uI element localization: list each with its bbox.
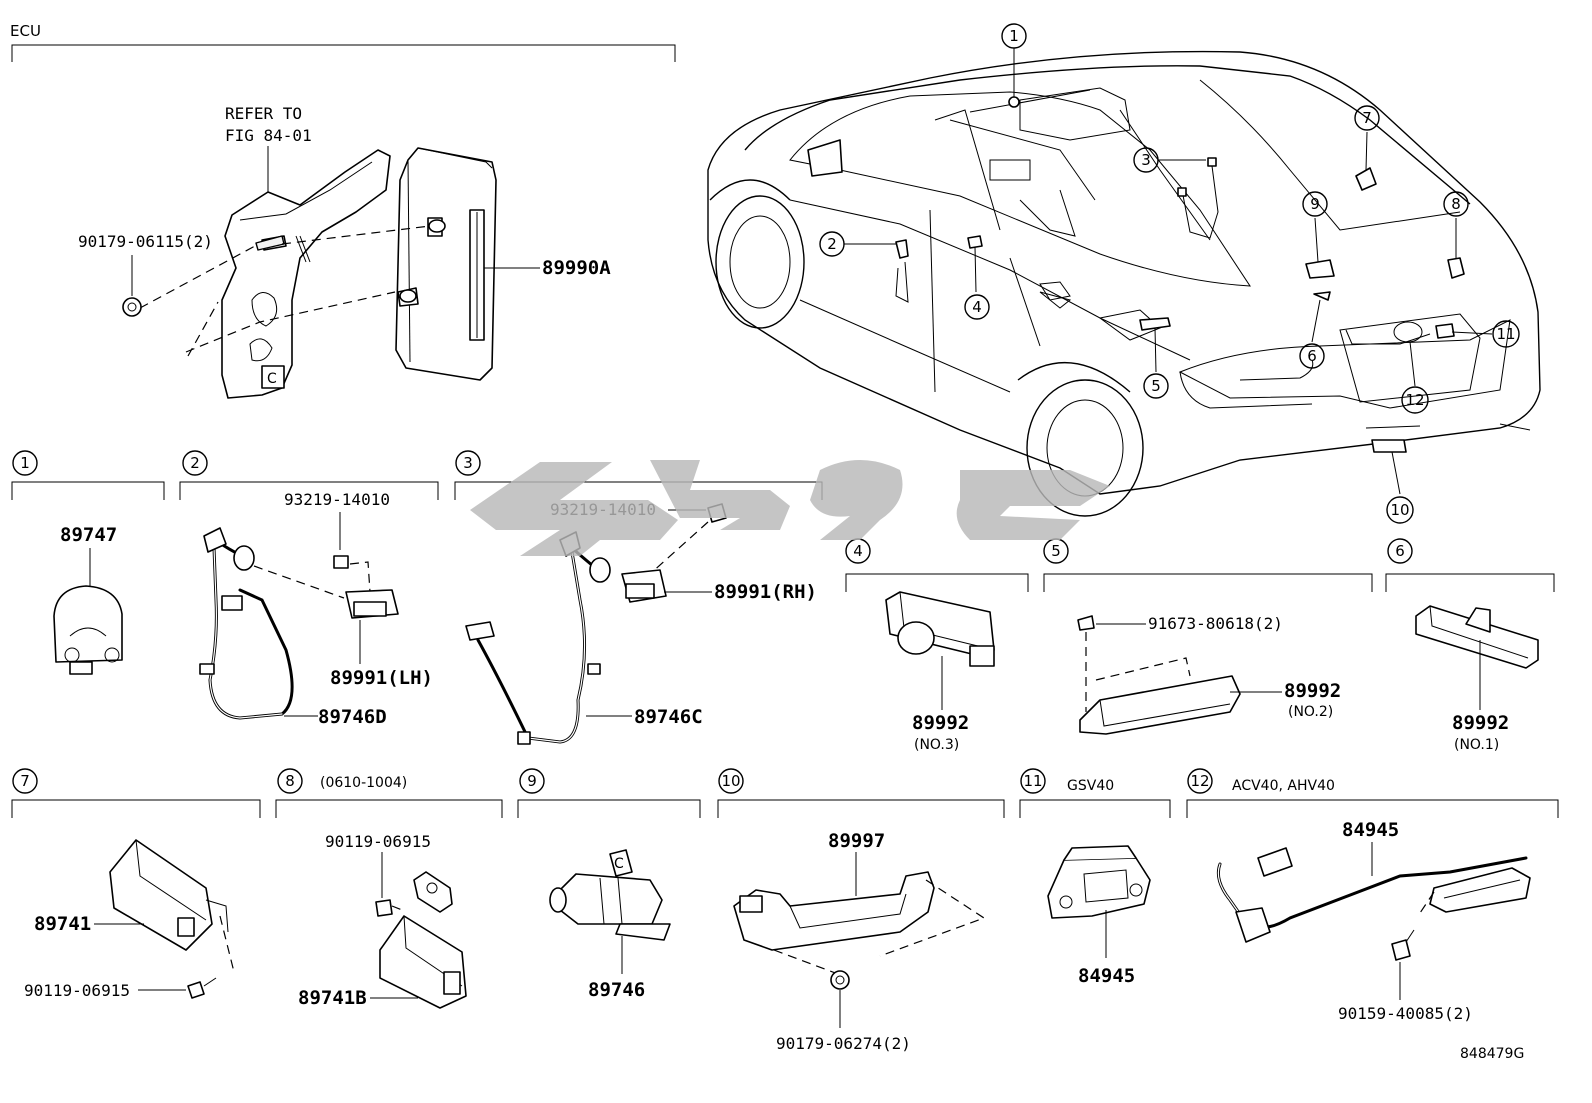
s8-header: (0610-1004): [320, 775, 407, 791]
section-12: 12 ACV40, AHV40 84945 90159-40085(2): [1186, 768, 1559, 1023]
callout-1: 1: [1001, 23, 1027, 49]
refer-to-label: REFER TO: [225, 104, 302, 123]
s12-header: ACV40, AHV40: [1232, 778, 1335, 794]
callout-3: 3: [1133, 147, 1159, 173]
svg-text:4: 4: [972, 298, 982, 316]
svg-text:9: 9: [1310, 195, 1320, 213]
svg-text:9: 9: [527, 772, 537, 790]
ecu-bolt: [122, 297, 142, 317]
callout-2: 2: [819, 231, 845, 257]
s1-partno: 89747: [60, 524, 117, 546]
svg-text:7: 7: [1362, 109, 1372, 127]
callout-5: 5: [1143, 373, 1169, 399]
svg-text:C: C: [614, 856, 624, 872]
section-7: 7 89741 90119-06915: [11, 768, 261, 1000]
s7-partno: 89741: [34, 913, 91, 935]
ecu-unit-partno: 89990A: [542, 257, 611, 279]
sensor-89747: [53, 585, 123, 663]
sensor-89746: [559, 873, 663, 925]
s2-harness-partno: 89746D: [318, 706, 387, 728]
section-4: 4 89992 (NO.3): [845, 538, 1029, 753]
svg-text:8: 8: [285, 772, 295, 790]
section-5: 5 91673-80618(2) 89992 (NO.2): [1043, 538, 1373, 735]
sensor-89992-no2: [1079, 675, 1241, 735]
svg-text:12: 12: [1190, 772, 1209, 790]
svg-text:10: 10: [721, 772, 740, 790]
section-8: 8 (0610-1004) 90119-06915 89741B: [275, 768, 503, 1009]
switch-84945-gsv40: [1047, 857, 1151, 919]
callout-8: 8: [1443, 191, 1469, 217]
svg-text:4: 4: [853, 542, 863, 560]
svg-text:1: 1: [20, 454, 30, 472]
svg-text:2: 2: [190, 454, 200, 472]
section-2: 2 93219-14010 89991(LH) 89746D: [179, 450, 439, 728]
s5-note: (NO.2): [1288, 704, 1333, 720]
s4-partno: 89992: [912, 712, 969, 734]
s8-partno: 89741B: [298, 987, 367, 1009]
s11-header: GSV40: [1067, 778, 1114, 794]
section-11: 11 GSV40 84945: [1019, 768, 1171, 987]
s7-bolt-partno: 90119-06915: [24, 981, 130, 1000]
svg-text:11: 11: [1023, 772, 1042, 790]
s10-partno: 89997: [828, 830, 885, 852]
svg-text:2: 2: [827, 235, 837, 253]
section-6: 6 89992 (NO.1): [1385, 538, 1555, 753]
s6-partno: 89992: [1452, 712, 1509, 734]
s12-partno: 84945: [1342, 819, 1399, 841]
section-1: 1 89747: [11, 450, 165, 675]
svg-text:7: 7: [20, 772, 30, 790]
svg-text:5: 5: [1151, 377, 1161, 395]
sensor-89741: [109, 839, 213, 951]
callout-4: 4: [964, 294, 990, 320]
s2-sensor-partno: 89991(LH): [330, 667, 433, 689]
svg-text:12: 12: [1405, 391, 1424, 409]
callout-12: 12: [1401, 386, 1429, 414]
callout-10: 10: [1386, 496, 1414, 524]
callout-9: 9: [1302, 191, 1328, 217]
s3-sensor-partno: 89991(RH): [714, 581, 817, 603]
switch-89997: [733, 871, 935, 951]
s5-partno: 89992: [1284, 680, 1341, 702]
s10-bolt-partno: 90179-06274(2): [776, 1034, 911, 1053]
ecu-bracket: [221, 149, 391, 399]
svg-text:11: 11: [1496, 325, 1515, 343]
vehicle-overview: 1 2 3 4 5 6 7 8 9 10 11 12: [707, 23, 1541, 524]
s11-partno: 84945: [1078, 965, 1135, 987]
svg-text:C: C: [267, 371, 277, 387]
callout-6: 6: [1299, 343, 1325, 369]
section-10: 10 89997 90179-06274(2): [717, 768, 1005, 1053]
s6-note: (NO.1): [1454, 737, 1499, 753]
callout-7: 7: [1354, 105, 1380, 131]
svg-text:5: 5: [1051, 542, 1061, 560]
s2-bolt-partno: 93219-14010: [284, 490, 390, 509]
s9-partno: 89746: [588, 979, 645, 1001]
s12-bolt-partno: 90159-40085(2): [1338, 1004, 1473, 1023]
svg-text:3: 3: [1141, 151, 1151, 169]
front-wheel: [715, 195, 805, 329]
svg-text:8: 8: [1451, 195, 1461, 213]
ecu-section: ECU REFER TO FIG 84-01 C: [10, 22, 676, 399]
callout-11: 11: [1492, 320, 1520, 348]
rear-wheel: [1026, 379, 1144, 517]
svg-text:1: 1: [1009, 27, 1019, 45]
s4-note: (NO.3): [914, 737, 959, 753]
figure-code: 848479G: [1460, 1046, 1524, 1062]
watermark-logo: [470, 460, 1110, 556]
svg-text:6: 6: [1307, 347, 1317, 365]
svg-text:3: 3: [463, 454, 473, 472]
svg-text:10: 10: [1390, 501, 1409, 519]
s3-harness-partno: 89746C: [634, 706, 703, 728]
section-9: 9 C 89746: [517, 768, 701, 1001]
ecu-title: ECU: [10, 22, 41, 40]
car-body: [707, 50, 1541, 495]
svg-text:6: 6: [1395, 542, 1405, 560]
refer-fig-label: FIG 84-01: [225, 126, 312, 145]
s5-bolt-partno: 91673-80618(2): [1148, 614, 1283, 633]
s8-bolt-partno: 90119-06915: [325, 832, 431, 851]
ecu-bracket-line: [11, 44, 676, 62]
ecu-bolt-partno: 90179-06115(2): [78, 232, 213, 251]
